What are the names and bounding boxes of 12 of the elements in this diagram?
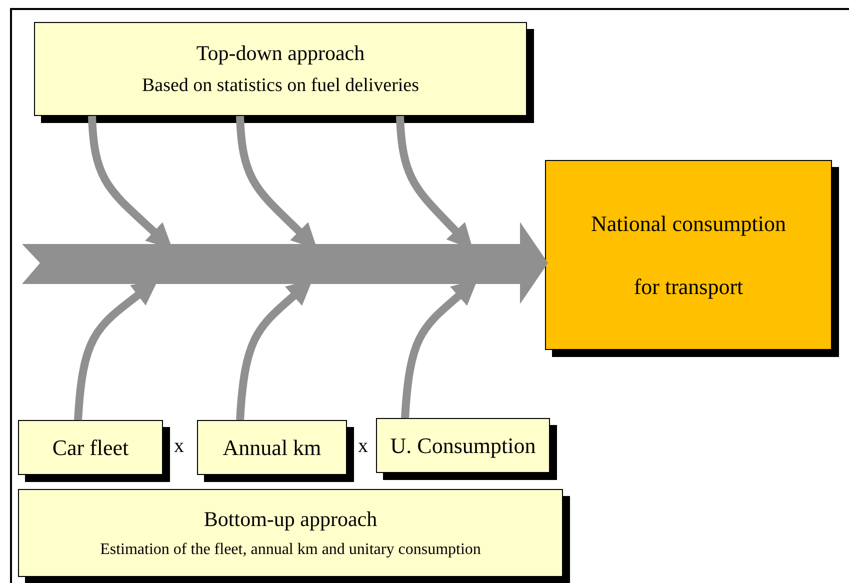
box-description: Based on statistics on fuel deliveries <box>142 74 420 98</box>
big-arrow <box>22 222 548 304</box>
box-heading: Top-down approach <box>196 40 365 66</box>
multiply-sign: x <box>174 436 184 456</box>
box-heading: Bottom-up approach <box>204 506 378 532</box>
multiply-sign: x <box>358 436 368 456</box>
box-text: U. Consumption <box>390 432 536 460</box>
box-text: National consumption <box>591 210 786 237</box>
box-text: for transport <box>634 273 744 300</box>
box-text: Car fleet <box>52 434 129 462</box>
box-text: Annual km <box>222 434 322 462</box>
box-description: Estimation of the fleet, annual km and unitary consumption <box>100 540 481 560</box>
